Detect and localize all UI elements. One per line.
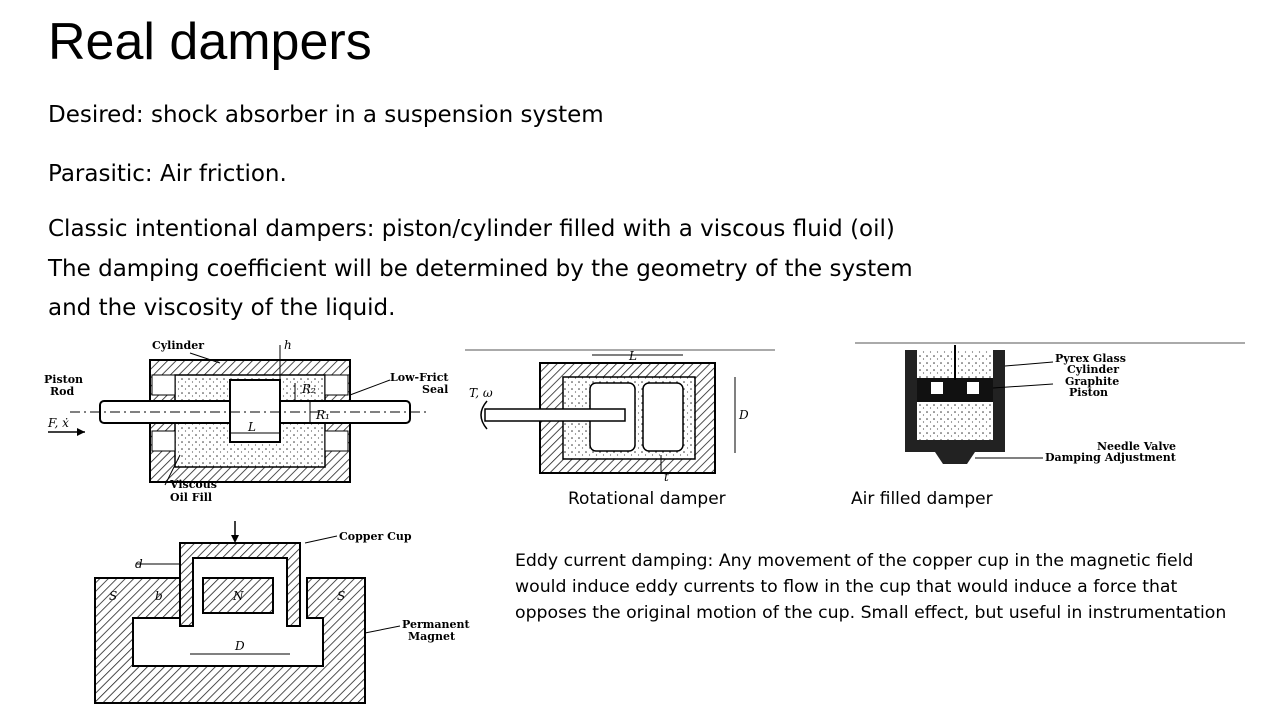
seal-left-bottom xyxy=(151,430,176,452)
glass-wall-right xyxy=(993,350,1005,452)
label-force: F, ẋ xyxy=(47,416,69,430)
bullet-parasitic: Parasitic: Air friction. xyxy=(48,161,287,187)
needle-valve-body xyxy=(935,452,975,464)
label-cylinder: Cylinder xyxy=(152,339,204,352)
magnet-leader xyxy=(364,625,401,634)
copper-cup xyxy=(179,542,301,627)
rotational-shaft xyxy=(484,408,626,422)
graphite-piston xyxy=(917,378,993,402)
bullet-coefficient: The damping coefficient will be determin… xyxy=(48,256,913,282)
label-s-left: S xyxy=(109,589,117,603)
rotational-damper-diagram: T, ω L D t xyxy=(465,349,775,484)
label-small-d: d xyxy=(135,557,143,571)
label-rot-d: D xyxy=(738,408,749,422)
label-magnet-line1: Permanent xyxy=(402,618,471,631)
label-r2: R₂ xyxy=(301,382,316,396)
caption-air-filled-damper: Air filled damper xyxy=(851,489,993,509)
label-piston-line1: Piston xyxy=(44,373,83,386)
label-l: L xyxy=(247,420,256,434)
label-big-d: D xyxy=(234,639,245,653)
seal-left-top xyxy=(151,374,176,396)
air-base xyxy=(917,440,993,452)
magnet-center-pole xyxy=(202,577,274,614)
label-h: h xyxy=(284,338,292,352)
label-seal-line1: Low-Frict xyxy=(390,371,449,384)
seal-leader xyxy=(349,379,391,396)
label-piston-line2: Rod xyxy=(50,385,74,398)
label-air-piston-line2: Piston xyxy=(1069,386,1108,399)
label-magnet-line2: Magnet xyxy=(408,630,456,643)
seal-right-top xyxy=(324,374,349,396)
piston-head xyxy=(229,379,281,443)
label-oil-line1: Viscous xyxy=(169,478,217,491)
label-air-piston-line1: Graphite xyxy=(1065,375,1119,388)
piston-damper-diagram: Cylinder Piston Rod F, ẋ Low-Frict Seal … xyxy=(44,338,449,504)
glass-wall-left xyxy=(905,350,917,452)
copper-leader xyxy=(304,535,338,544)
cylinder-leader xyxy=(189,352,221,364)
piston-slot-left xyxy=(931,382,943,394)
piston-slot-right xyxy=(967,382,979,394)
eddy-current-damper-diagram: Copper Cup d b S N S D Permanent Magnet xyxy=(94,521,471,704)
glass-leader xyxy=(1004,361,1054,367)
label-oil-line2: Oil Fill xyxy=(170,491,212,504)
label-valve-line2: Damping Adjustment xyxy=(1045,451,1177,464)
piston-leader xyxy=(992,383,1054,389)
air-damper-diagram: Pyrex Glass Cylinder Graphite Piston Nee… xyxy=(855,342,1245,464)
oil-leader xyxy=(164,454,181,486)
bullet-viscosity: and the viscosity of the liquid. xyxy=(48,295,396,321)
torque-arrow xyxy=(480,400,488,430)
label-rot-l: L xyxy=(628,349,637,363)
seal-right-bottom xyxy=(324,430,349,452)
caption-rotational-damper: Rotational damper xyxy=(568,489,726,509)
motion-arrowhead xyxy=(231,535,239,543)
eddy-current-description: Eddy current damping: Any movement of th… xyxy=(515,551,1227,623)
bullet-classic: Classic intentional dampers: piston/cyli… xyxy=(48,216,895,242)
label-seal-line2: Seal xyxy=(422,383,448,396)
label-n: N xyxy=(232,589,244,603)
label-cyl-line2: Cylinder xyxy=(1067,363,1119,376)
label-copper-cup: Copper Cup xyxy=(339,530,412,543)
label-b: b xyxy=(155,589,163,603)
bullet-desired: Desired: shock absorber in a suspension … xyxy=(48,102,604,128)
label-cyl-line1: Pyrex Glass xyxy=(1055,352,1126,365)
force-arrowhead xyxy=(77,428,85,436)
label-s-right: S xyxy=(337,589,345,603)
label-r1: R₁ xyxy=(315,408,330,422)
label-valve-line1: Needle Valve xyxy=(1097,440,1176,453)
label-torque: T, ω xyxy=(469,386,493,400)
rotor-cup xyxy=(642,382,684,452)
slide-title: Real dampers xyxy=(48,13,372,71)
label-rot-t: t xyxy=(664,470,669,484)
